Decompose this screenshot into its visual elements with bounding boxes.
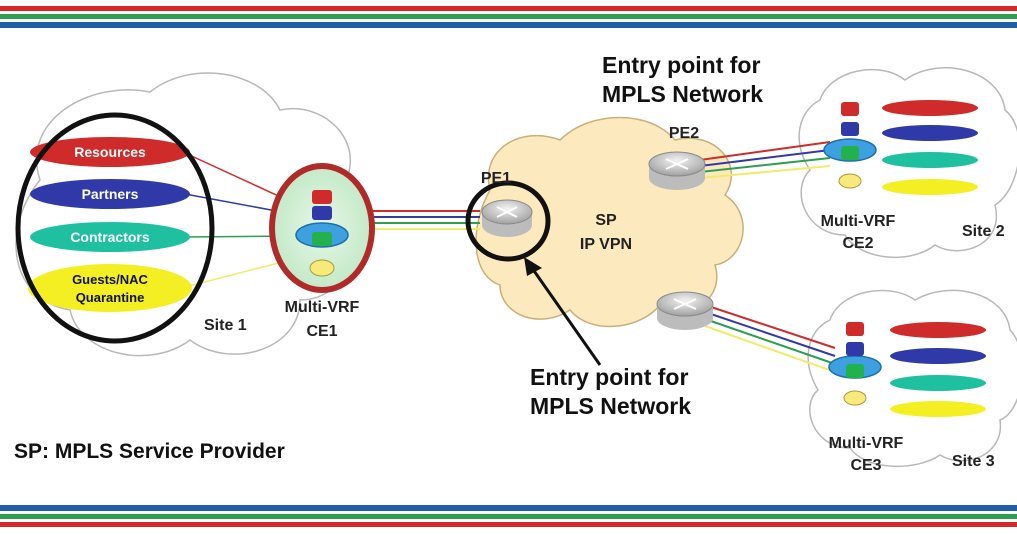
- vrf-resources-label: Resources: [74, 144, 146, 160]
- entry-point-top-line2: MPLS Network: [602, 81, 763, 107]
- pe1-highlight-ring: [465, 180, 551, 262]
- ce3-device: [828, 322, 882, 406]
- site2-vrf-list: [882, 100, 978, 195]
- site3-vrf-blue: [890, 348, 986, 364]
- pe1-router-icon: [481, 199, 533, 237]
- site2-vrf-red: [882, 100, 978, 116]
- entry-point-arrow: [524, 257, 602, 366]
- ce1-device: [269, 163, 375, 293]
- vrf-resources: [30, 137, 190, 167]
- site2-vrf-blue: [882, 125, 978, 141]
- vrf-partners: [30, 179, 190, 209]
- sp-cloud-label-line2: IP VPN: [580, 236, 632, 253]
- site3-vrf-yellow: [890, 401, 986, 417]
- ce2-label-line1: Multi-VRF: [821, 213, 896, 230]
- vrf-guests-label-line1: Guests/NAC: [72, 272, 148, 287]
- ce1-label-line2: CE1: [306, 323, 337, 340]
- site3-vrf-red: [890, 322, 986, 338]
- ce2-device: [823, 102, 877, 189]
- vrf-contractors: [30, 222, 190, 252]
- vrf-guests-label-line2: Quarantine: [76, 290, 145, 305]
- entry-point-bottom-line2: MPLS Network: [530, 393, 691, 419]
- vrf-contractors-label: Contractors: [70, 229, 150, 245]
- ce3-label-line1: Multi-VRF: [829, 435, 904, 452]
- legend-text: SP: MPLS Service Provider: [14, 440, 285, 463]
- ce3-label-line2: CE3: [850, 457, 881, 474]
- entry-point-top-line1: Entry point for: [602, 52, 760, 78]
- site2-vrf-yellow: [882, 179, 978, 195]
- ce2-label-line2: CE2: [842, 235, 873, 252]
- bottom-stripes: [0, 505, 1017, 527]
- site3-vrf-list: [890, 322, 986, 417]
- ce1-label-line1: Multi-VRF: [285, 299, 360, 316]
- site3-vrf-teal: [890, 375, 986, 391]
- pe2-label: PE2: [669, 125, 699, 142]
- entry-point-bottom-line1: Entry point for: [530, 364, 688, 390]
- site3-label: Site 3: [952, 453, 995, 470]
- top-stripes: [0, 6, 1017, 28]
- site1-vrf-highlight-ring: [15, 112, 215, 344]
- site2-label: Site 2: [962, 223, 1005, 240]
- sp-cloud-label-line1: SP: [595, 212, 617, 229]
- pe2-ce2-links: [699, 141, 831, 179]
- pe2-router-icon: [648, 151, 706, 190]
- vrf-guests: [28, 264, 192, 312]
- pe1-label: PE1: [481, 170, 511, 187]
- pe3-router-icon: [656, 291, 714, 330]
- site2-vrf-teal: [882, 152, 978, 168]
- site1-label: Site 1: [204, 317, 247, 334]
- vrf-partners-label: Partners: [82, 186, 139, 202]
- pe3-ce3-links: [704, 304, 836, 373]
- site1-vrf-list: Resources Partners Contractors Guests/NA…: [15, 112, 215, 344]
